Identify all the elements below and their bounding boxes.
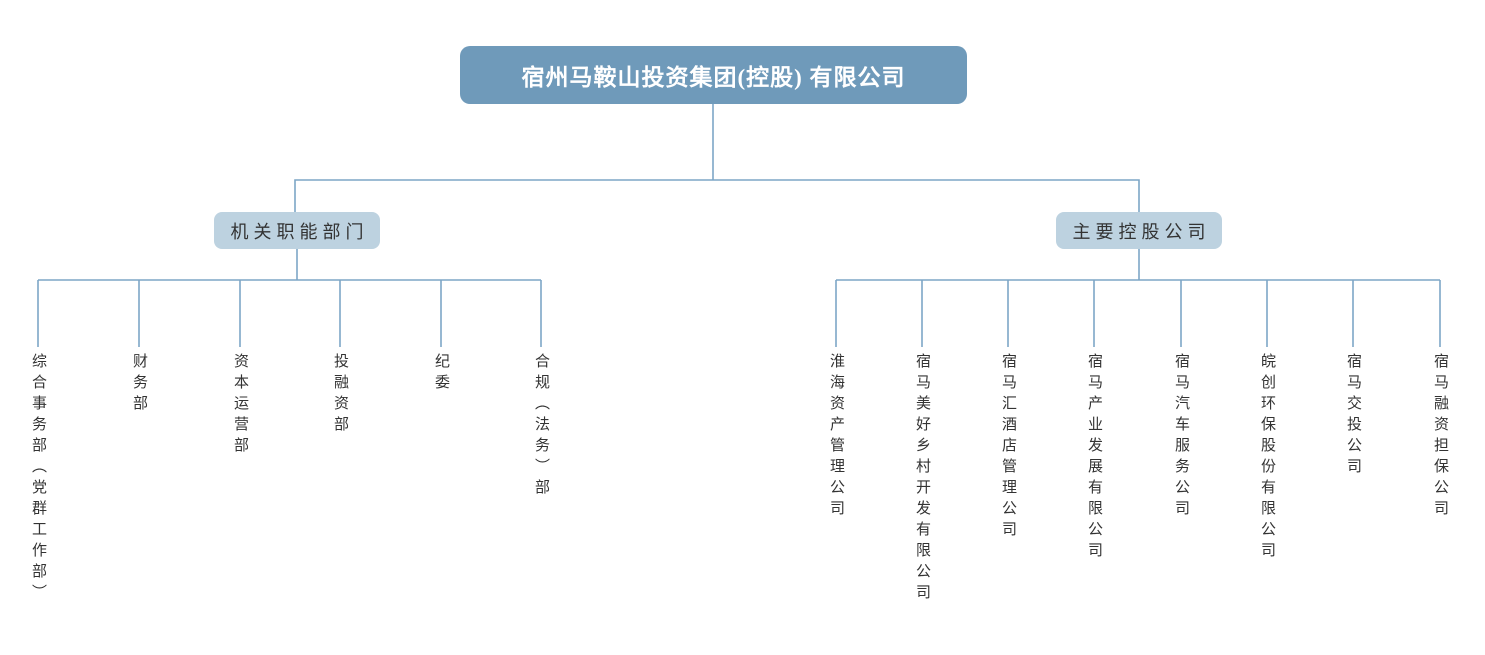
org-leaf-finance-dept: 财务部: [131, 353, 147, 416]
org-leaf-suma-beautiful-village: 宿马美好乡村开发有限公司: [914, 353, 930, 605]
org-leaf-investment-financing-dept: 投融资部: [332, 353, 348, 437]
org-leaf-suma-auto-services: 宿马汽车服务公司: [1173, 353, 1189, 521]
root-company-node: 宿州马鞍山投资集团(控股) 有限公司: [460, 46, 967, 104]
branch-node-functional-departments: 机关职能部门: [214, 212, 380, 249]
org-leaf-compliance-legal-dept: 合规（法务）部: [533, 353, 549, 500]
branch-node-holding-companies: 主要控股公司: [1056, 212, 1222, 249]
org-leaf-capital-operations-dept: 资本运营部: [232, 353, 248, 458]
org-leaf-general-affairs-dept: 综合事务部（党群工作部）: [30, 353, 46, 605]
org-leaf-huaihai-asset-management: 淮海资产管理公司: [828, 353, 844, 521]
org-leaf-discipline-committee: 纪委: [433, 353, 449, 395]
org-leaf-wanchuang-environmental: 皖创环保股份有限公司: [1259, 353, 1275, 563]
org-leaf-suma-industry-development: 宿马产业发展有限公司: [1086, 353, 1102, 563]
org-leaf-suma-hui-hotel-management: 宿马汇酒店管理公司: [1000, 353, 1016, 542]
org-leaf-suma-transport-investment: 宿马交投公司: [1345, 353, 1361, 479]
connector-top-rail: [294, 179, 1140, 212]
org-leaf-suma-financing-guarantee: 宿马融资担保公司: [1432, 353, 1448, 521]
